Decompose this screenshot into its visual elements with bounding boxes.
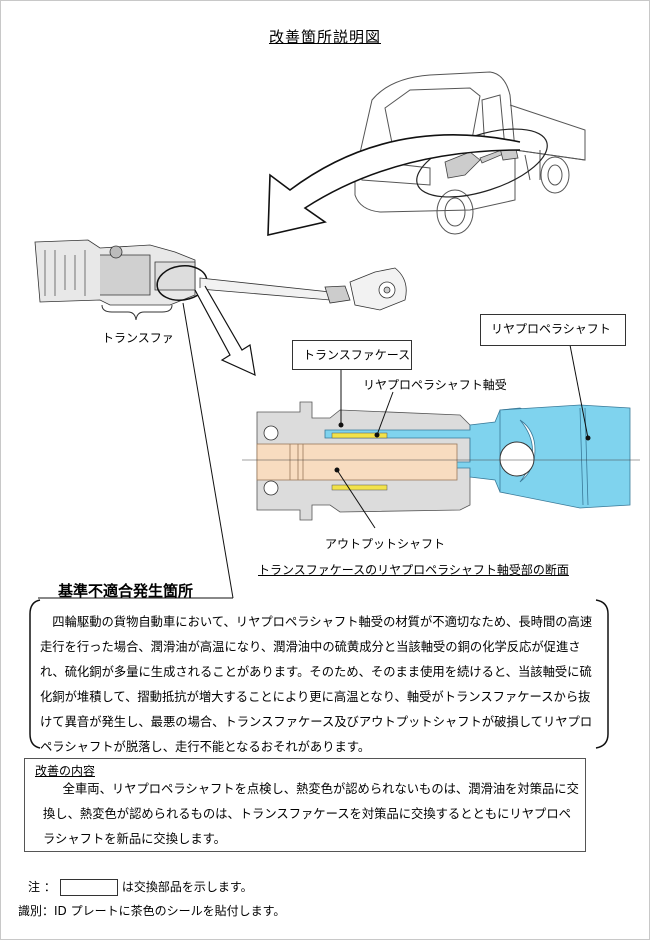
bearing-label: リヤプロペラシャフト軸受	[363, 378, 507, 392]
transfer-brace	[101, 304, 173, 321]
improvement-heading: 改善の内容	[35, 764, 96, 778]
transfer-case-label: トランスファケース	[292, 340, 412, 370]
note: 注 ： は交換部品を示します。	[28, 878, 253, 896]
defect-description: 四輪駆動の貨物自動車において、リヤプロペラシャフト軸受の材質が不適切なため、長時…	[40, 615, 593, 754]
defect-heading: 基準不適合発生箇所	[58, 582, 194, 600]
defect-leader-line	[182, 302, 234, 599]
note-suffix: は交換部品を示します。	[121, 880, 253, 894]
identification-note: 識別：ID プレートに茶色のシールを貼付します。	[18, 904, 286, 918]
output-shaft-section	[256, 443, 458, 481]
bearing-top	[331, 432, 388, 439]
propeller-shaft	[199, 267, 407, 311]
cross-section-caption: トランスファケースのリヤプロペラシャフト軸受部の断面	[258, 563, 569, 577]
cross-section	[242, 401, 640, 521]
page-title: 改善箇所説明図	[268, 28, 381, 46]
output-shaft-label: アウトプットシャフト	[325, 537, 446, 551]
big-curved-arrow	[267, 134, 521, 237]
bearing-bottom	[331, 484, 388, 491]
callout-arrow	[194, 285, 256, 377]
note-prefix: 注 ：	[28, 880, 56, 894]
diagram	[34, 71, 640, 599]
improvement-description: 全車両、リヤプロペラシャフトを点検し、熱変色が認められないものは、潤滑油を対策品…	[43, 782, 579, 846]
universal-joint	[499, 441, 535, 477]
transmission-assembly	[34, 239, 196, 306]
transfer-label: トランスファ	[102, 331, 174, 345]
defect-bracket	[29, 599, 609, 749]
improvement-box: 改善の内容 全車両、リヤプロペラシャフトを点検し、熱変色が認められないものは、潤…	[24, 758, 586, 852]
rear-propeller-shaft-label: リヤプロペラシャフト	[480, 314, 626, 346]
replacement-part-legend-box	[59, 879, 118, 896]
